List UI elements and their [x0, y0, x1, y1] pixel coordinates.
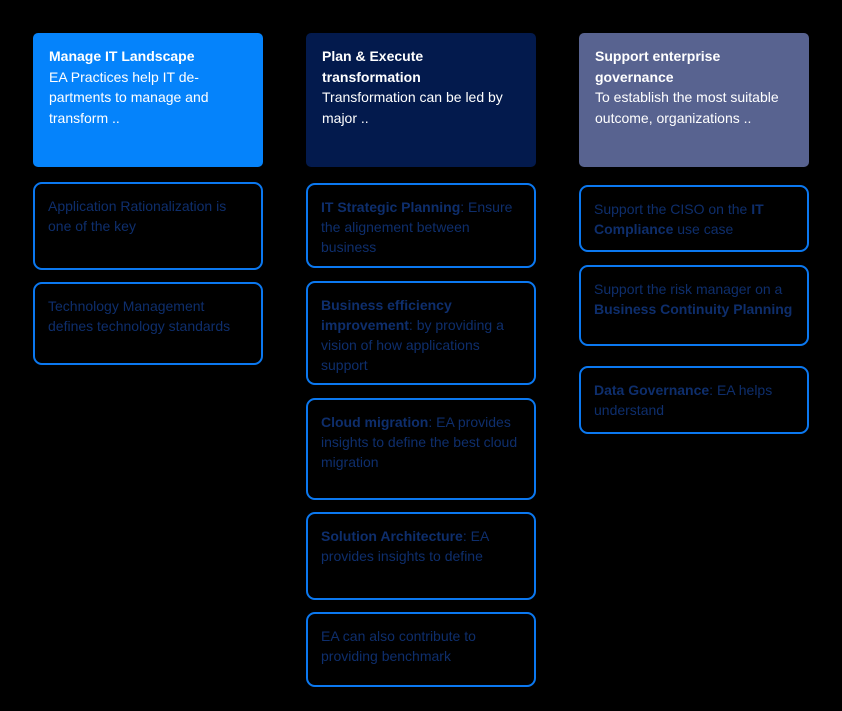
- header-card-support-enterprise-governance: Support enterprise governance To establi…: [579, 33, 809, 167]
- card-text-bold: IT Strategic Planning: [321, 199, 461, 215]
- column-plan-execute-transformation: Plan & Execute transformation Transforma…: [306, 33, 536, 711]
- card-text-bold: Business Continuity Planning: [594, 301, 793, 317]
- card-text-bold: Data Governance: [594, 382, 710, 398]
- header-title: Support enterprise governance: [595, 48, 721, 85]
- header-title: Plan & Execute transformation: [322, 48, 424, 85]
- column-support-enterprise-governance: Support enterprise governance To establi…: [579, 33, 809, 711]
- card-it-strategic-planning: IT Strategic Planning: Ensure the aligne…: [306, 183, 536, 268]
- card-it-compliance: Support the CISO on the IT Compliance us…: [579, 185, 809, 252]
- card-text-bold: Cloud migration: [321, 414, 429, 430]
- card-text: : EA provides insights to define the bes…: [321, 414, 518, 470]
- card-technology-management: Technology Management defines technology…: [33, 282, 263, 365]
- card-text: Support the risk manager on a: [594, 281, 783, 297]
- card-text-bold: Solution Architecture: [321, 528, 463, 544]
- card-business-continuity-planning: Support the risk manager on a Business C…: [579, 265, 809, 346]
- card-text: Support the CISO on the: [594, 201, 752, 217]
- card-text-bold: IT Compliance: [594, 201, 764, 237]
- header-title: Manage IT Landscape: [49, 48, 195, 64]
- header-card-manage-it-landscape: Manage IT Landscape EA Practices help IT…: [33, 33, 263, 167]
- card-text: : Ensure the alignement between business: [321, 199, 513, 255]
- card-data-governance: Data Governance: EA helps understand: [579, 366, 809, 434]
- card-text: Technology Management defines technology…: [48, 298, 231, 334]
- card-text: Application Rationalization is one of th…: [48, 198, 227, 234]
- card-application-rationalization: Application Rationalization is one of th…: [33, 182, 263, 270]
- card-text: use case: [673, 221, 734, 237]
- card-text: EA can also contribute to providing benc…: [321, 628, 476, 664]
- header-card-plan-execute-transformation: Plan & Execute transformation Transforma…: [306, 33, 536, 167]
- card-solution-architecture: Solution Architecture: EA provides insig…: [306, 512, 536, 600]
- header-body: Transformation can be led by major ..: [322, 89, 503, 126]
- card-text: : by providing a vision of how applicati…: [321, 317, 504, 373]
- card-text-bold: Business efficiency improvement: [321, 297, 452, 333]
- card-ea-benchmark: EA can also contribute to providing benc…: [306, 612, 536, 687]
- header-body: To establish the most suitable outcome, …: [595, 89, 779, 126]
- card-business-efficiency-improvement: Business efficiency improvement: by prov…: [306, 281, 536, 385]
- header-body: EA Practices help IT de-partments to man…: [49, 68, 209, 126]
- card-text: : EA helps understand: [594, 382, 773, 418]
- card-text: : EA provides insights to define: [321, 528, 489, 564]
- column-manage-it-landscape: Manage IT Landscape EA Practices help IT…: [33, 33, 263, 711]
- card-cloud-migration: Cloud migration: EA provides insights to…: [306, 398, 536, 500]
